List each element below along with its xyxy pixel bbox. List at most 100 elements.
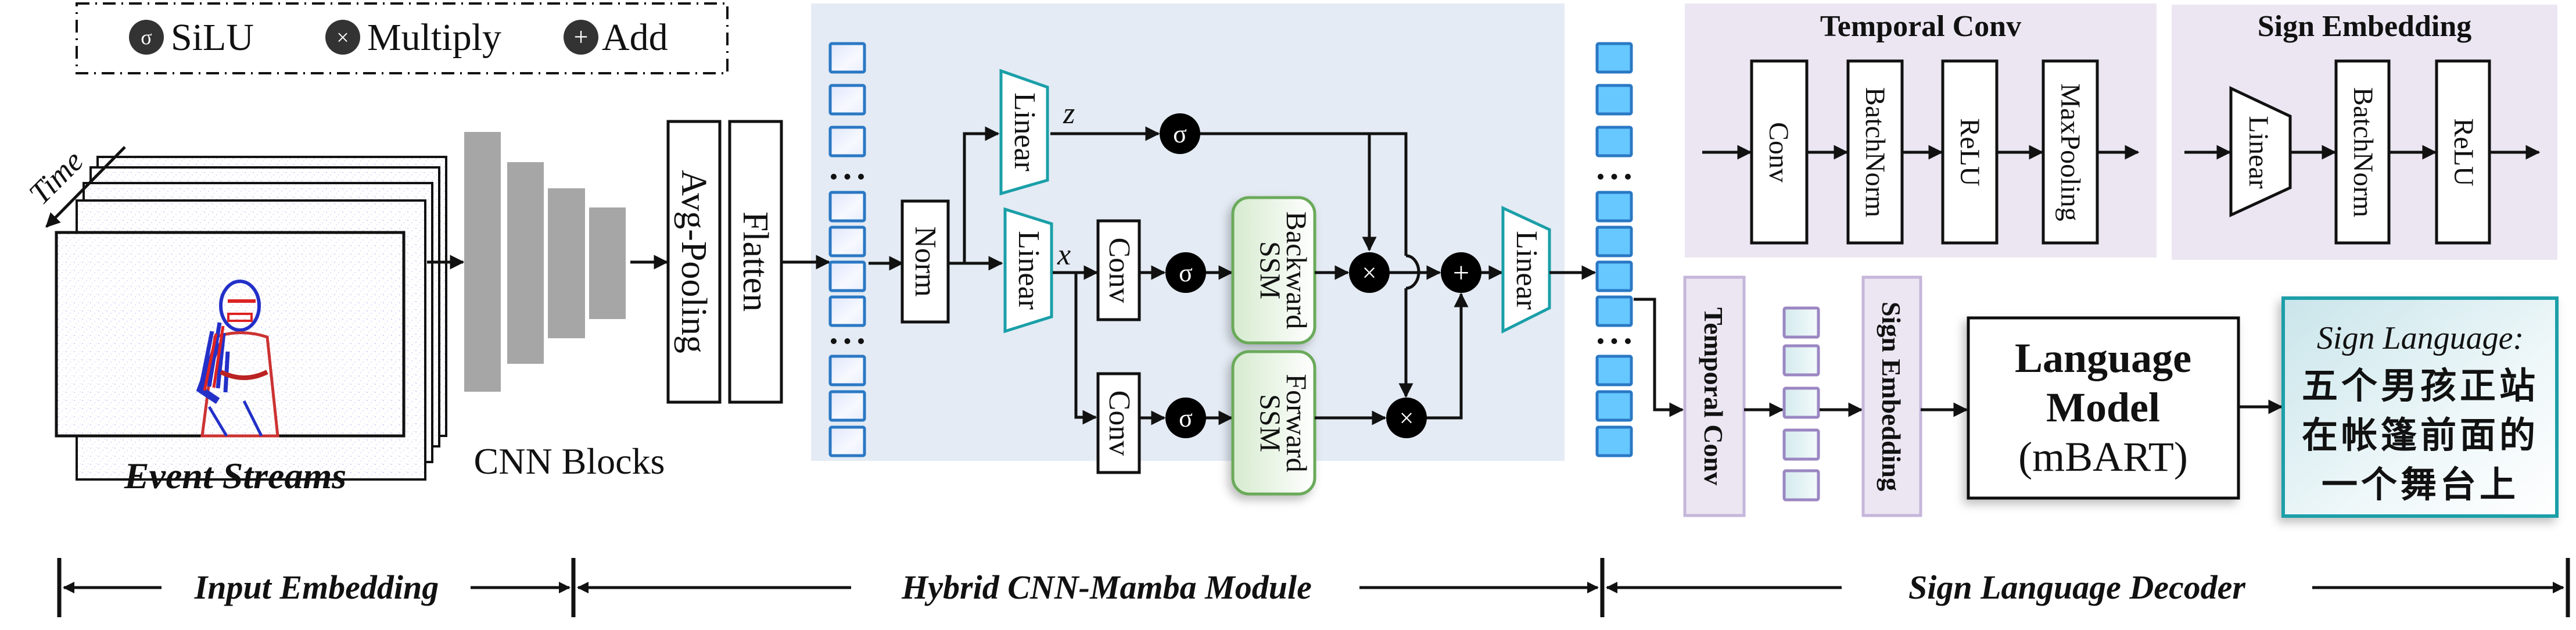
arrow-mul-bottom-to-add [1427, 292, 1469, 420]
token-box [828, 390, 866, 422]
multiply-op-bottom: × [1386, 398, 1427, 438]
stage-label-sign-language-decoder: Sign Language Decoder [1908, 568, 2245, 606]
token-box [828, 42, 866, 74]
ellipsis-dot [831, 174, 837, 180]
token-box [1595, 425, 1633, 457]
ellipsis-dot [844, 338, 851, 344]
token-box [828, 425, 866, 457]
stage-label-input-embedding: Input Embedding [194, 568, 439, 606]
silu-symbol: σ [1179, 259, 1193, 287]
conv-top-block: Conv [1096, 219, 1141, 321]
cnn-block [589, 207, 626, 319]
lm-label-3: (mBART) [2018, 434, 2188, 480]
avg-pooling-label: Avg-Pooling [674, 170, 713, 353]
multiply-icon [325, 20, 360, 55]
legend-item-add: + Add [564, 16, 668, 59]
forward-ssm-label-1: Forward [1280, 374, 1313, 472]
temporal-conv-panel: Temporal Conv Conv BatchNorm ReLU MaxPoo… [1685, 3, 2157, 257]
add-icon [1441, 252, 1481, 293]
flatten-block: Flatten [728, 120, 783, 404]
token-box [1782, 469, 1820, 502]
temporal-conv-module: Temporal Conv [1683, 275, 1746, 517]
sign-embedding-module: Sign Embedding [1861, 275, 1922, 517]
language-model-block: Language Model (mBART) [1967, 316, 2240, 500]
tc-maxpooling-box [2042, 59, 2099, 245]
token-box [828, 126, 866, 158]
arrow-x-to-conv-bottom [1074, 273, 1097, 425]
time-arrow [45, 146, 126, 228]
temporal-conv-module-label: Temporal Conv [1699, 307, 1728, 485]
tc-relu-box [1941, 59, 1999, 245]
stage-label-hybrid-cnn-mamba: Hybrid CNN-Mamba Module [901, 568, 1312, 606]
silu-icon [1160, 113, 1200, 154]
se-linear-box [2229, 86, 2292, 217]
silu-op-top: σ [1165, 252, 1206, 293]
sign-embedding-title: Sign Embedding [2258, 10, 2472, 43]
backward-ssm-label-1: Backward [1280, 212, 1313, 330]
z-gate-line [1200, 132, 1408, 256]
tc-batchnorm-label: BatchNorm [1860, 87, 1890, 217]
token-box [1782, 428, 1820, 461]
avg-pooling-block: Avg-Pooling [666, 120, 722, 404]
flatten-label: Flatten [736, 212, 775, 312]
linear-z-label: Linear [1008, 92, 1041, 171]
input-token-column [828, 42, 866, 457]
token-box [1595, 84, 1633, 116]
ellipsis-dot [1625, 338, 1631, 344]
token-box [1595, 295, 1633, 327]
conv-bottom-label: Conv [1103, 391, 1136, 456]
z-label: z [1063, 97, 1075, 130]
legend-item-multiply: × Multiply [325, 16, 501, 59]
se-linear-label: Linear [2243, 116, 2274, 188]
stage-timeline: Input Embedding Hybrid CNN-Mamba Module … [57, 558, 2570, 617]
token-box [1595, 191, 1633, 223]
multiply-op-top: × [1349, 252, 1390, 293]
token-box [1782, 344, 1820, 377]
token-box [1782, 386, 1820, 419]
legend-label-silu: SiLU [171, 16, 254, 59]
ellipsis-dot [1611, 174, 1617, 180]
ellipsis-dot [844, 174, 851, 180]
backward-ssm-block: Backward SSM [1231, 196, 1316, 345]
silu-icon [1165, 398, 1206, 438]
token-box [1595, 390, 1633, 422]
linear-x-label: Linear [1012, 231, 1045, 310]
output-title: Sign Language: [2317, 320, 2524, 356]
conv-bottom-block: Conv [1096, 372, 1141, 474]
add-icon [564, 20, 598, 55]
cnn-block [507, 162, 544, 364]
se-relu-label: ReLU [2448, 118, 2479, 186]
silu-icon [129, 20, 164, 55]
lm-label-2: Model [2046, 384, 2160, 431]
add-op: + [1441, 252, 1481, 293]
token-box [1595, 355, 1633, 386]
forward-ssm-label-2: SSM [1254, 394, 1287, 452]
silu-op-z: σ [1160, 113, 1200, 154]
decoder-token-column [1782, 306, 1820, 502]
token-box [828, 191, 866, 223]
token-box [1595, 260, 1633, 292]
multiply-symbol: × [1362, 259, 1377, 287]
lm-label-1: Language [2015, 335, 2191, 381]
cnn-block [548, 188, 585, 338]
legend-item-silu: σ SiLU [129, 16, 254, 59]
output-line-2: 在帐篷前面的 [2302, 416, 2539, 456]
ellipsis-dot [1598, 338, 1603, 344]
multiply-icon [1349, 252, 1390, 293]
linear-z-block: Linear [999, 69, 1049, 196]
output-token-column [1595, 42, 1633, 457]
silu-op-bottom: σ [1165, 398, 1206, 438]
linear-x-block: Linear [1003, 207, 1053, 334]
legend-label-add: Add [602, 16, 668, 59]
ellipsis-dot [1625, 174, 1631, 180]
token-box [828, 295, 866, 327]
event-streams: Time Event Streams [22, 144, 447, 496]
signer-event-image [196, 280, 279, 438]
linear-out-block: Linear [1501, 206, 1551, 334]
linear-out-label: Linear [1510, 231, 1543, 310]
silu-icon [1165, 252, 1206, 293]
silu-symbol: σ [141, 26, 152, 49]
multiply-symbol: × [336, 26, 349, 50]
norm-block: Norm [900, 199, 950, 324]
